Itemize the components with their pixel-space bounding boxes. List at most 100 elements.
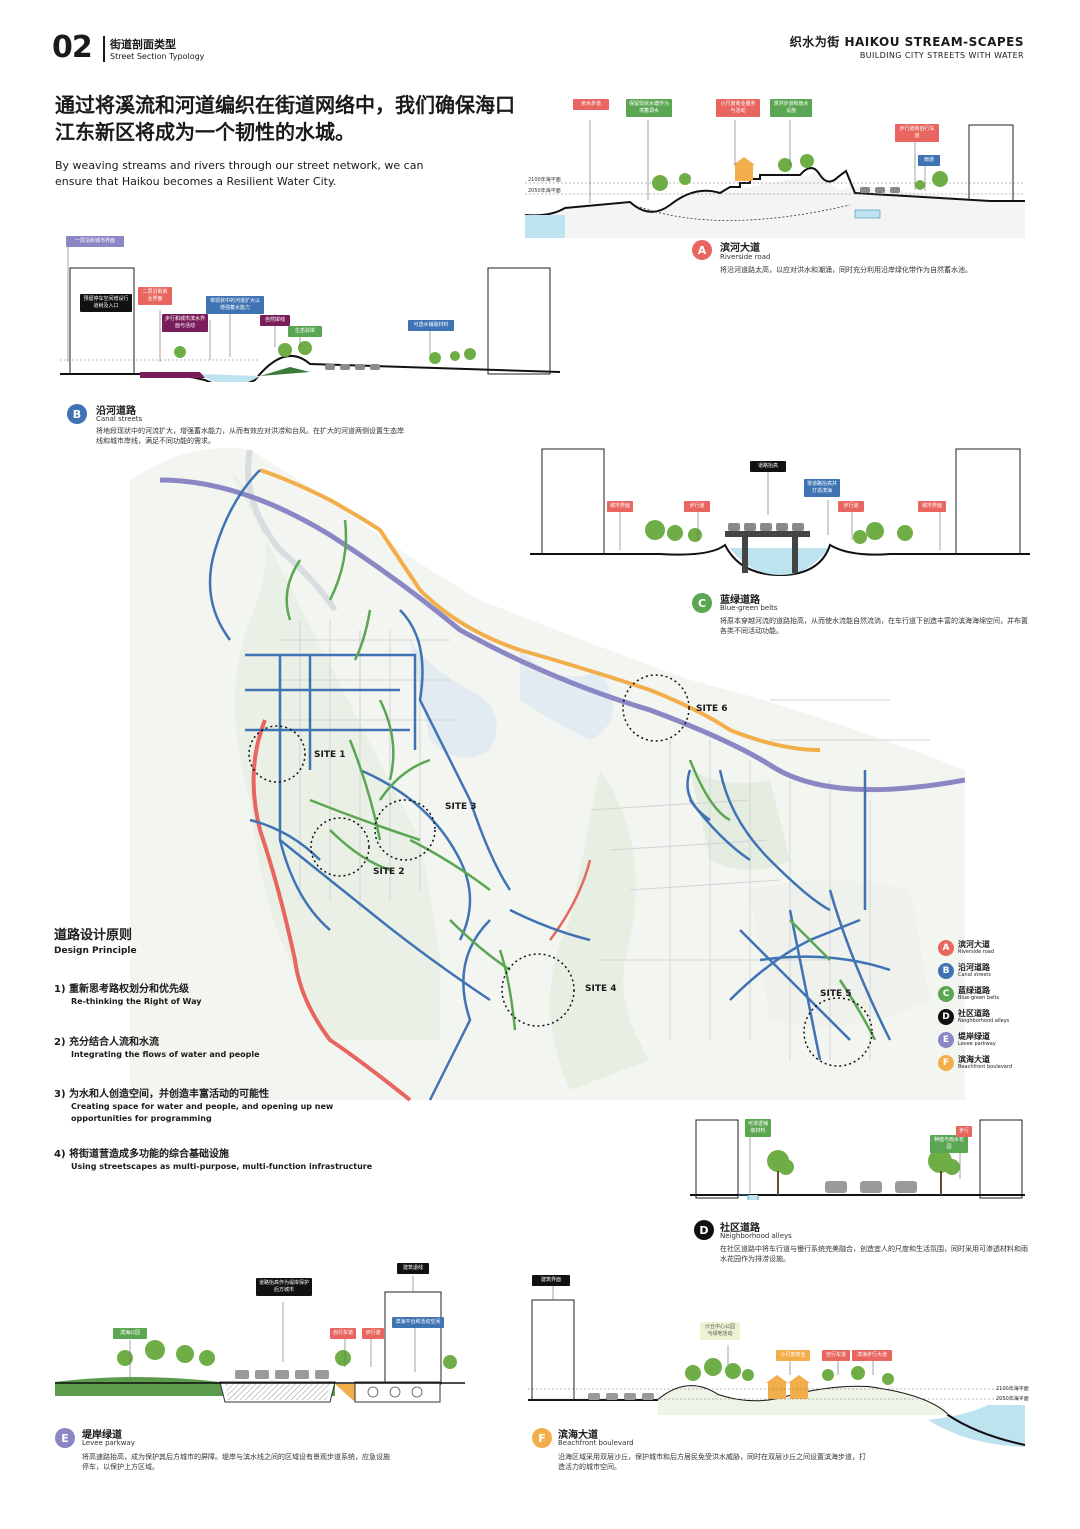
legend-en-f: Beachfront boulevard: [958, 1064, 1013, 1070]
routes-blue-green-belts: [285, 519, 877, 1041]
tag-b-7: 可透水铺装材料: [408, 320, 454, 331]
tag-a-1: 保留现状水塘作为滞蓄调水: [626, 99, 672, 117]
section-d-diagram: [690, 1119, 1025, 1200]
section-title-en: Street Section Typology: [110, 52, 205, 61]
section-b-badge: B: [67, 404, 87, 424]
site-2-label: SITE 2: [373, 867, 405, 877]
site-6-label: SITE 6: [696, 704, 728, 714]
section-c-title-zh: 蓝绿道路: [720, 595, 760, 606]
trees-f: [685, 1358, 894, 1385]
section-a-title-en: Riverside road: [720, 253, 771, 261]
tag-b-6: 生态驳岸: [288, 326, 322, 337]
tag-c-4: 步行道: [838, 501, 864, 512]
legend-dot-d: D: [938, 1009, 954, 1025]
cars-b: [325, 364, 380, 370]
street-network-map: [130, 448, 965, 1102]
routes-canal-streets: [208, 469, 892, 1101]
tag-e-5: 建筑退线: [397, 1263, 429, 1274]
legend-en-e: Levee parkway: [958, 1041, 996, 1047]
principles-title: 道路设计原则: [54, 928, 133, 943]
level-2050-a: 2050年海平面: [528, 187, 561, 194]
principle-1-zh: 1) 重新思考路权划分和优先级: [54, 984, 190, 995]
principle-4-zh: 4) 将街道营造成多功能的综合基础设施: [54, 1149, 230, 1160]
tag-c-5: 城市界面: [918, 501, 946, 512]
tag-d-1: 种植与雨水花园: [930, 1135, 968, 1153]
principles-subtitle: Design Principle: [54, 946, 137, 956]
tag-a-5: 雨道: [918, 155, 940, 166]
site-circles: [248, 674, 873, 1067]
section-e-diagram: [55, 1276, 465, 1403]
tag-c-3: 将道路抬高并打造滨海: [804, 479, 840, 497]
legend-zh-f: 滨海大道: [958, 1055, 990, 1064]
level-2100-a: 2100年海平面: [528, 176, 561, 183]
section-c-diagram: [530, 448, 1030, 577]
cars-e: [235, 1370, 329, 1379]
level-2100-f: 2100年海平面: [996, 1386, 1029, 1392]
section-d-title-zh: 社区道路: [720, 1223, 760, 1234]
section-d-title-en: Neighborhood alleys: [720, 1232, 792, 1240]
project-subtitle: BUILDING CITY STREETS WITH WATER: [859, 51, 1024, 60]
section-f-desc: 沿海区域采用双层沙丘，保护城市和后方居民免受洪水威胁，同时在双层沙丘之间设置滨海…: [558, 1453, 866, 1471]
tag-b-2: 二层沿街商业界面: [138, 287, 172, 305]
section-e-desc: 将高速路抬高，成为保护其后方城市的屏障。堤岸与滨水线之间的区域设有景观步道系统，…: [82, 1453, 390, 1471]
legend-en-b: Canal streets: [958, 972, 991, 978]
page-number: 02: [52, 30, 93, 65]
tag-e-4: 步行道: [362, 1328, 384, 1339]
tag-f-2: 小尺度商业: [776, 1350, 810, 1361]
intro-text-en: By weaving streams and rivers through ou…: [55, 159, 424, 188]
section-c-title-en: Blue-green belts: [720, 604, 778, 612]
tag-b-4: 将现状中的河道扩大以增强蓄水能力: [206, 296, 264, 314]
tag-b-3: 步行和城市滨水界面与活动: [162, 314, 208, 332]
tag-a-4: 步行道和自行车道: [895, 124, 939, 142]
site-4-label: SITE 4: [585, 984, 617, 994]
trees-c: [645, 520, 913, 544]
legend-en-a: Riverside road: [958, 949, 995, 955]
tag-c-2: 道路抬高: [750, 461, 786, 472]
route-levee-parkway: [159, 477, 965, 793]
section-a-diagram: 2100年海平面 2050年海平面: [524, 120, 1025, 238]
tag-b-5: 自然岸线: [260, 315, 290, 326]
legend-zh-b: 沿河道路: [958, 963, 990, 972]
legend-zh-c: 蓝绿道路: [958, 986, 990, 995]
section-e-badge: E: [55, 1428, 75, 1448]
tag-c-0: 城市界面: [607, 501, 633, 512]
tag-e-2: 滨海平台和活动空间: [392, 1317, 444, 1328]
site-1-label: SITE 1: [314, 750, 346, 760]
route-beachfront-boulevard: [259, 468, 821, 752]
tag-a-0: 亲水步道: [573, 99, 609, 110]
section-title-zh: 街道剖面类型: [110, 38, 176, 51]
project-title: 织水为街 HAIKOU STREAM-SCAPES: [789, 35, 1024, 49]
section-a-desc: 将沿河道路太高，以应对洪水和潮涌，同时充分利用沿岸绿化带作为自然蓄水池。: [720, 266, 972, 274]
cars-a: [860, 187, 900, 193]
principle-2-zh: 2) 充分结合人流和水流: [54, 1037, 160, 1048]
tag-a-2: 小尺度商业服务与活动: [716, 99, 760, 117]
section-b-diagram: [60, 247, 561, 382]
level-2050-f: 2050年海平面: [996, 1396, 1029, 1402]
legend-dot-b: B: [938, 963, 954, 979]
tag-b-1: 预留停车空间增设行道树及入口: [80, 294, 132, 312]
principle-2-en: Integrating the flows of water and peopl…: [71, 1050, 260, 1059]
tag-f-1: 沙丘中心公园与绿地活动: [700, 1322, 740, 1340]
principle-3-en: Creating space for water and people, and…: [71, 1102, 334, 1123]
site-5-label: SITE 5: [820, 989, 852, 999]
header-divider: [103, 36, 105, 62]
section-e-title-en: Levee parkway: [82, 1439, 135, 1447]
legend-dot-e: E: [938, 1032, 954, 1048]
tag-a-3: 滞洪步道和雨水设施: [770, 99, 812, 117]
section-b-title-en: Canal streets: [96, 415, 143, 423]
cars-c: [728, 523, 804, 531]
cars-d: [825, 1181, 917, 1193]
legend-dot-a: A: [938, 940, 954, 956]
trees-e: [117, 1340, 457, 1369]
principle-1-en: Re-thinking the Right of Way: [71, 997, 202, 1006]
tag-e-0: 滨海公园: [113, 1328, 147, 1339]
section-c-badge: C: [692, 593, 712, 613]
legend-en-c: Blue-green belts: [958, 995, 1000, 1001]
tag-c-1: 步行道: [684, 501, 710, 512]
